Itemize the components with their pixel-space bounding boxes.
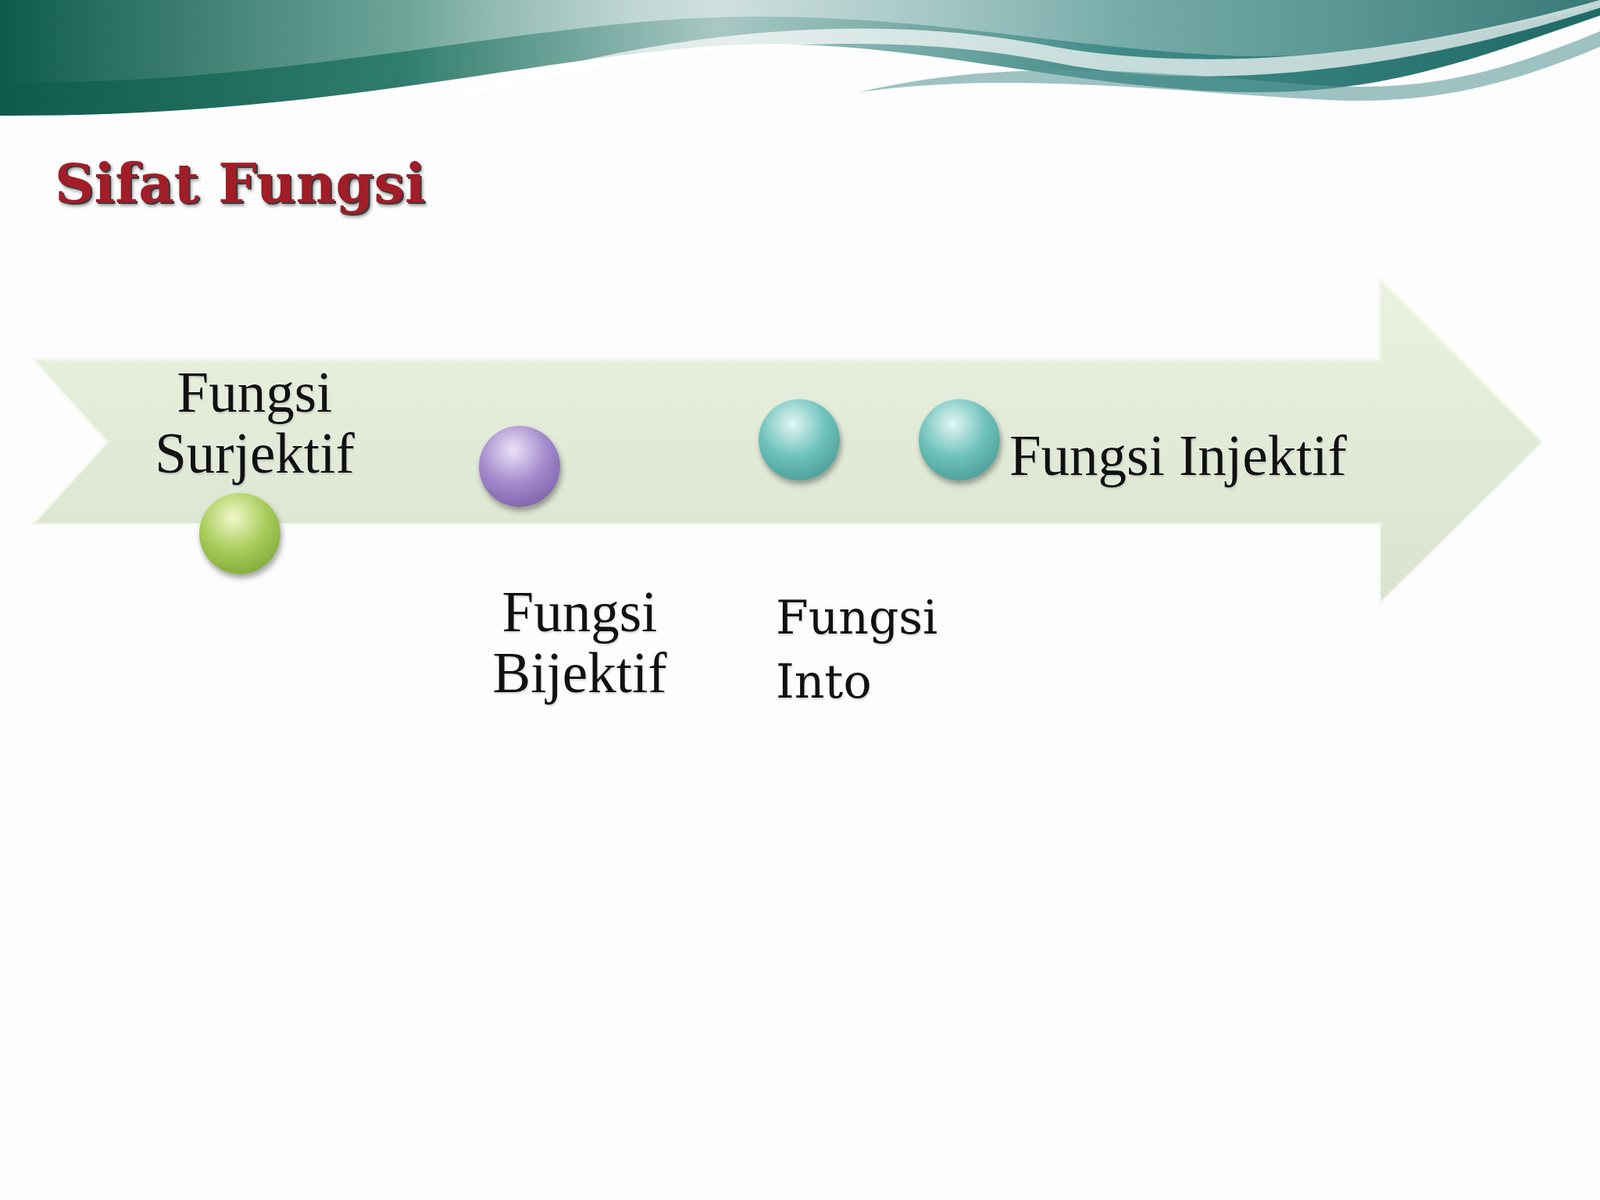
bullet-circle: [478, 425, 561, 508]
property-label: Fungsi Surjektif: [129, 362, 380, 485]
label-text: Fungsi Surjektif: [129, 362, 380, 485]
bullet-circle: [758, 399, 840, 481]
label-text: Fungsi Bijektif: [454, 582, 705, 704]
label-text: Fungsi Into: [775, 585, 1011, 714]
bullet-circle: [199, 492, 281, 575]
label-text: Fungsi Injektif: [1009, 425, 1377, 487]
property-label: Fungsi Bijektif: [454, 582, 705, 704]
bullet-circle: [918, 399, 1000, 481]
slide-title: Sifat Fungsi: [54, 153, 426, 214]
property-label: Fungsi Injektif: [1009, 425, 1377, 487]
property-label: Fungsi Into: [775, 585, 1011, 714]
